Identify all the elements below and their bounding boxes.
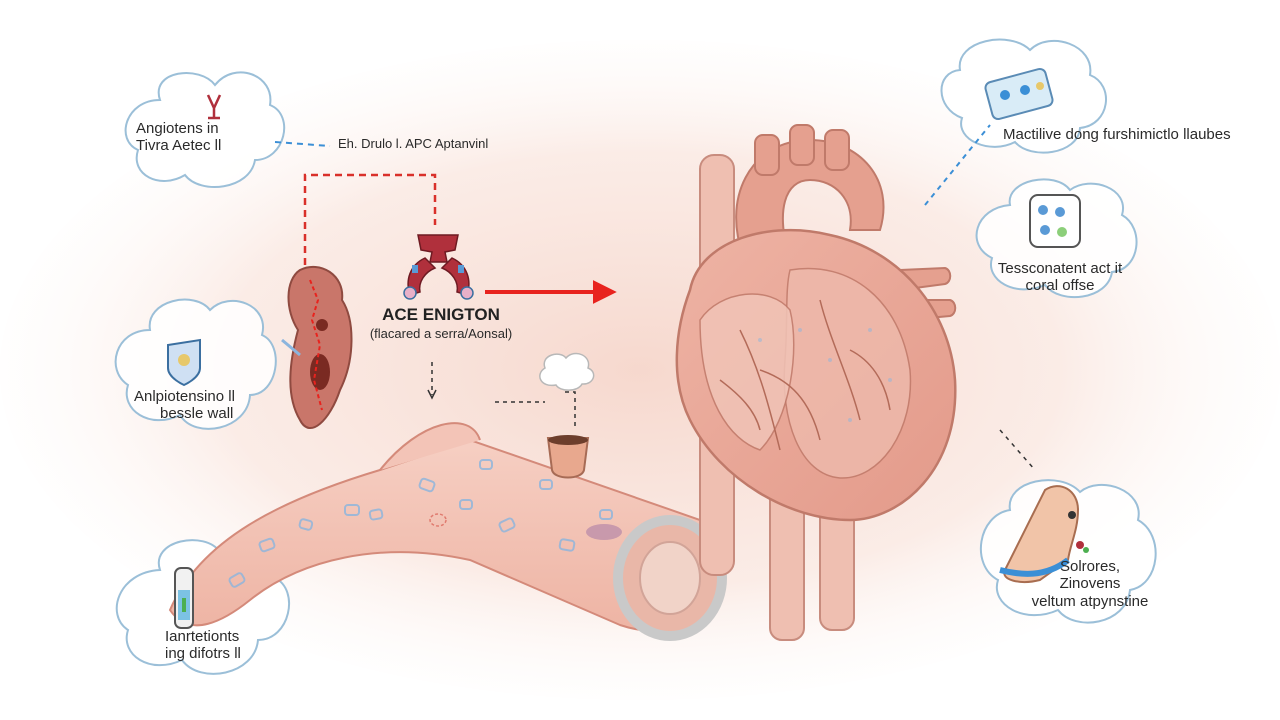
label-top-middle: Eh. Drulo l. APC Aptanvinl — [338, 136, 489, 151]
label-bottom-right-line-2: Zinovens — [1059, 575, 1121, 593]
label-mid-left-line-2: bessle wall — [160, 405, 234, 423]
label-ace-subtitle: (flacared a serra/Aonsal) — [369, 326, 513, 341]
foot-icon — [999, 485, 1089, 583]
label-mid-right-line-2: coral offse — [1025, 277, 1095, 295]
red-dashed-connector — [303, 173, 437, 265]
ace-enzyme-icon — [403, 234, 474, 300]
cloud-top-left — [124, 71, 286, 188]
label-top-left-line-2: Tivra Aetec ll — [136, 137, 222, 155]
shield-icon — [167, 338, 201, 387]
label-bottom-right-line-1: Solrores, — [1059, 558, 1121, 575]
label-top-left: Angiotens in Tivra Aetec ll — [136, 120, 221, 155]
label-top-left-line-1: Angiotens in — [136, 120, 219, 137]
label-mid-right: Tessconatent act it coral offse — [975, 260, 1145, 295]
label-top-right: Mactilive dong furshimictlo llaubes — [1003, 126, 1231, 143]
label-ace-title: ACE ENIGTON — [382, 305, 500, 324]
blood-vessel — [168, 422, 727, 641]
test-tube-icon — [174, 567, 194, 629]
label-bottom-right: Solrores, Zinovens veltum atpynstine — [1015, 558, 1165, 610]
cup-icon — [546, 435, 590, 479]
kidney-organ — [281, 265, 353, 430]
label-mid-left-line-1: Anlpiotensino ll — [134, 388, 235, 405]
small-cloud — [539, 352, 595, 391]
label-mid-right-line-1: Tessconatent act it — [997, 260, 1123, 277]
blister-pack-icon — [984, 67, 1054, 121]
label-bottom-right-line-3: veltum atpynstine — [1031, 592, 1149, 610]
pill-pack-icon — [1029, 194, 1081, 248]
black-dashed-cup — [495, 391, 576, 430]
label-bottom-left: Ianrtetionts ing difotrs ll — [165, 628, 241, 663]
heart — [675, 124, 957, 641]
blue-dashed-top-right — [924, 124, 991, 206]
label-mid-left: Anlpiotensino ll bessle wall — [134, 388, 235, 423]
label-bottom-left-line-1: Ianrtetionts — [165, 628, 240, 645]
figure-icon — [206, 94, 222, 120]
label-bottom-left-line-2: ing difotrs ll — [165, 645, 241, 663]
blue-dashed-top-left — [274, 141, 331, 147]
